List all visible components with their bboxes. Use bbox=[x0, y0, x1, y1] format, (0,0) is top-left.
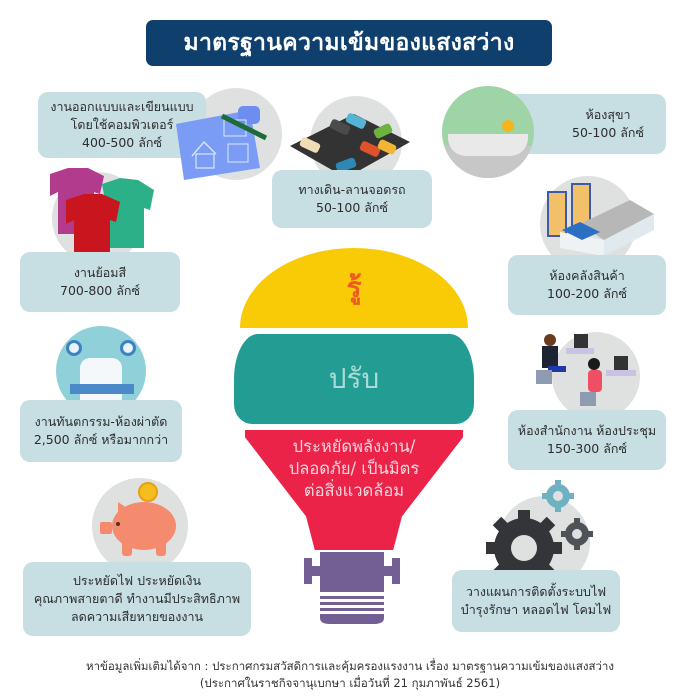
card-dyeing-line2: 700-800 ลักซ์ bbox=[60, 283, 140, 298]
card-savings-line1: ประหยัดไฟ ประหยัดเงิน bbox=[72, 573, 202, 588]
card-design-line1: งานออกแบบและเขียนแบบ bbox=[50, 99, 194, 114]
bulb-benefit-line2: ปลอดภัย/ เป็นมิตร bbox=[288, 459, 420, 478]
bulb-know-label: รู้ bbox=[346, 271, 362, 304]
blueprint-icon bbox=[176, 106, 268, 180]
bathtub-icon bbox=[442, 86, 534, 178]
card-surgery: งานทันตกรรม-ห้องผ่าตัด 2,500 ลักซ์ หรือม… bbox=[20, 400, 182, 462]
card-dyeing-line1: งานย้อมสี bbox=[73, 265, 127, 280]
card-dyeing: งานย้อมสี 700-800 ลักซ์ bbox=[20, 252, 180, 312]
card-surgery-line1: งานทันตกรรม-ห้องผ่าตัด bbox=[34, 414, 168, 429]
card-office: ห้องสำนักงาน ห้องประชุม 150-300 ลักซ์ bbox=[508, 410, 666, 470]
bulb-section-adjust: ปรับ bbox=[234, 334, 474, 424]
shirts-icon bbox=[50, 168, 154, 268]
card-parking-line1: ทางเดิน-ลานจอดรถ bbox=[298, 182, 406, 197]
warehouse-icon bbox=[547, 183, 654, 256]
bulb-section-benefits: ประหยัดพลังงาน/ ปลอดภัย/ เป็นมิตร ต่อสิ่… bbox=[245, 430, 463, 550]
card-bathroom-line1: ห้องสุขา bbox=[585, 107, 631, 122]
card-bathroom-line2: 50-100 ลักซ์ bbox=[572, 125, 644, 140]
card-savings-line2: คุณภาพสายตาดี ทำงานมีประสิทธิภาพ bbox=[33, 591, 241, 606]
card-office-line1: ห้องสำนักงาน ห้องประชุม bbox=[517, 423, 657, 438]
card-warehouse: ห้องคลังสินค้า 100-200 ลักซ์ bbox=[508, 255, 666, 315]
footer-line1: หาข้อมูลเพิ่มเติมได้จาก : ประกาศกรมสวัสด… bbox=[85, 659, 615, 673]
gears-icon bbox=[486, 480, 593, 586]
page-title: มาตรฐานความเข้มของแสงสว่าง bbox=[146, 20, 552, 66]
bulb-benefit-line1: ประหยัดพลังงาน/ bbox=[292, 437, 416, 456]
bulb-section-know: รู้ bbox=[240, 248, 468, 328]
bulb-adjust-label: ปรับ bbox=[328, 362, 380, 395]
card-design-line2: โดยใช้คอมพิวเตอร์ bbox=[70, 117, 174, 132]
card-planning-line1: วางแผนการติดตั้งระบบไฟ bbox=[465, 584, 607, 599]
card-parking-line2: 50-100 ลักซ์ bbox=[316, 200, 388, 215]
piggy-bank-icon bbox=[100, 482, 176, 556]
card-surgery-line2: 2,500 ลักซ์ หรือมากกว่า bbox=[33, 432, 169, 447]
card-parking: ทางเดิน-ลานจอดรถ 50-100 ลักซ์ bbox=[272, 170, 432, 228]
card-design-line3: 400-500 ลักซ์ bbox=[82, 135, 162, 150]
card-savings-line3: ลดความเสียหายของงาน bbox=[70, 609, 204, 624]
bulb-benefit-line3: ต่อสิ่งแวดล้อม bbox=[303, 481, 405, 500]
card-savings: ประหยัดไฟ ประหยัดเงิน คุณภาพสายตาดี ทำงา… bbox=[23, 562, 251, 636]
bulb-base-icon bbox=[304, 552, 400, 624]
card-warehouse-line1: ห้องคลังสินค้า bbox=[549, 268, 625, 283]
footer-source: หาข้อมูลเพิ่มเติมได้จาก : ประกาศกรมสวัสด… bbox=[40, 658, 660, 692]
card-warehouse-line2: 100-200 ลักซ์ bbox=[547, 286, 627, 301]
card-office-line2: 150-300 ลักซ์ bbox=[547, 441, 627, 456]
footer-line2: (ประกาศในราชกิจจานุเบกษา เมื่อวันที่ 21 … bbox=[199, 676, 501, 690]
card-planning: วางแผนการติดตั้งระบบไฟ บำรุงรักษา หลอดไฟ… bbox=[452, 570, 620, 632]
card-planning-line2: บำรุงรักษา หลอดไฟ โคมไฟ bbox=[460, 602, 612, 617]
parking-lot-icon bbox=[290, 113, 410, 178]
office-workers-icon bbox=[536, 334, 636, 406]
